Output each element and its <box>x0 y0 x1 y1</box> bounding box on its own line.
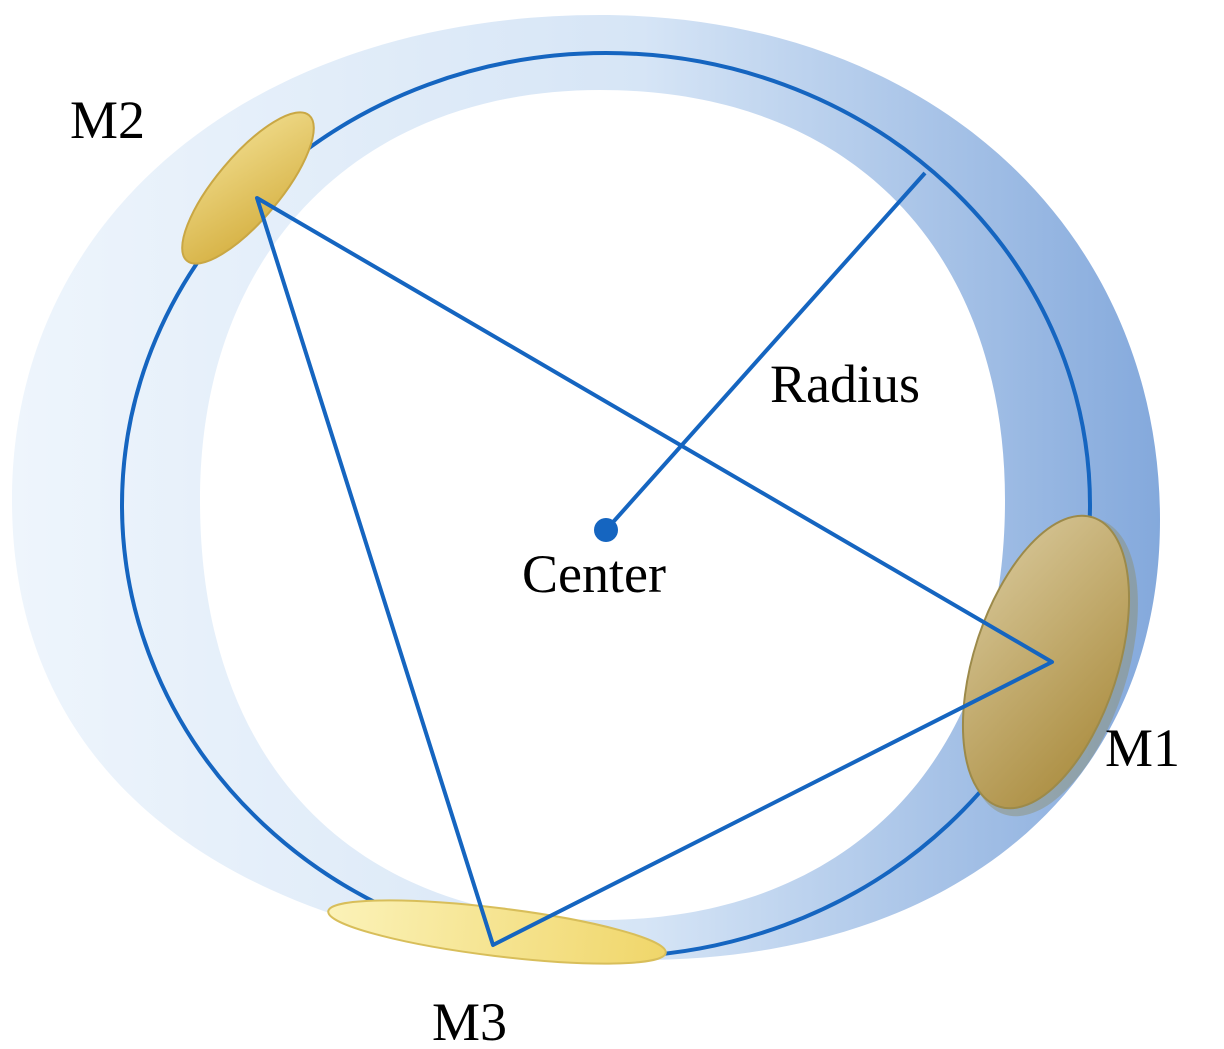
beam-triangle <box>255 196 1054 947</box>
center-dot <box>594 518 618 542</box>
mirror-m1 <box>961 514 1131 810</box>
mirror-m3 <box>327 899 667 965</box>
label-center: Center <box>522 544 666 604</box>
label-m2: M2 <box>70 90 145 150</box>
label-m3: M3 <box>432 992 507 1049</box>
label-m1: M1 <box>1105 718 1180 778</box>
radius-line <box>604 171 927 532</box>
outer-band <box>12 15 1160 960</box>
label-radius: Radius <box>770 354 920 414</box>
